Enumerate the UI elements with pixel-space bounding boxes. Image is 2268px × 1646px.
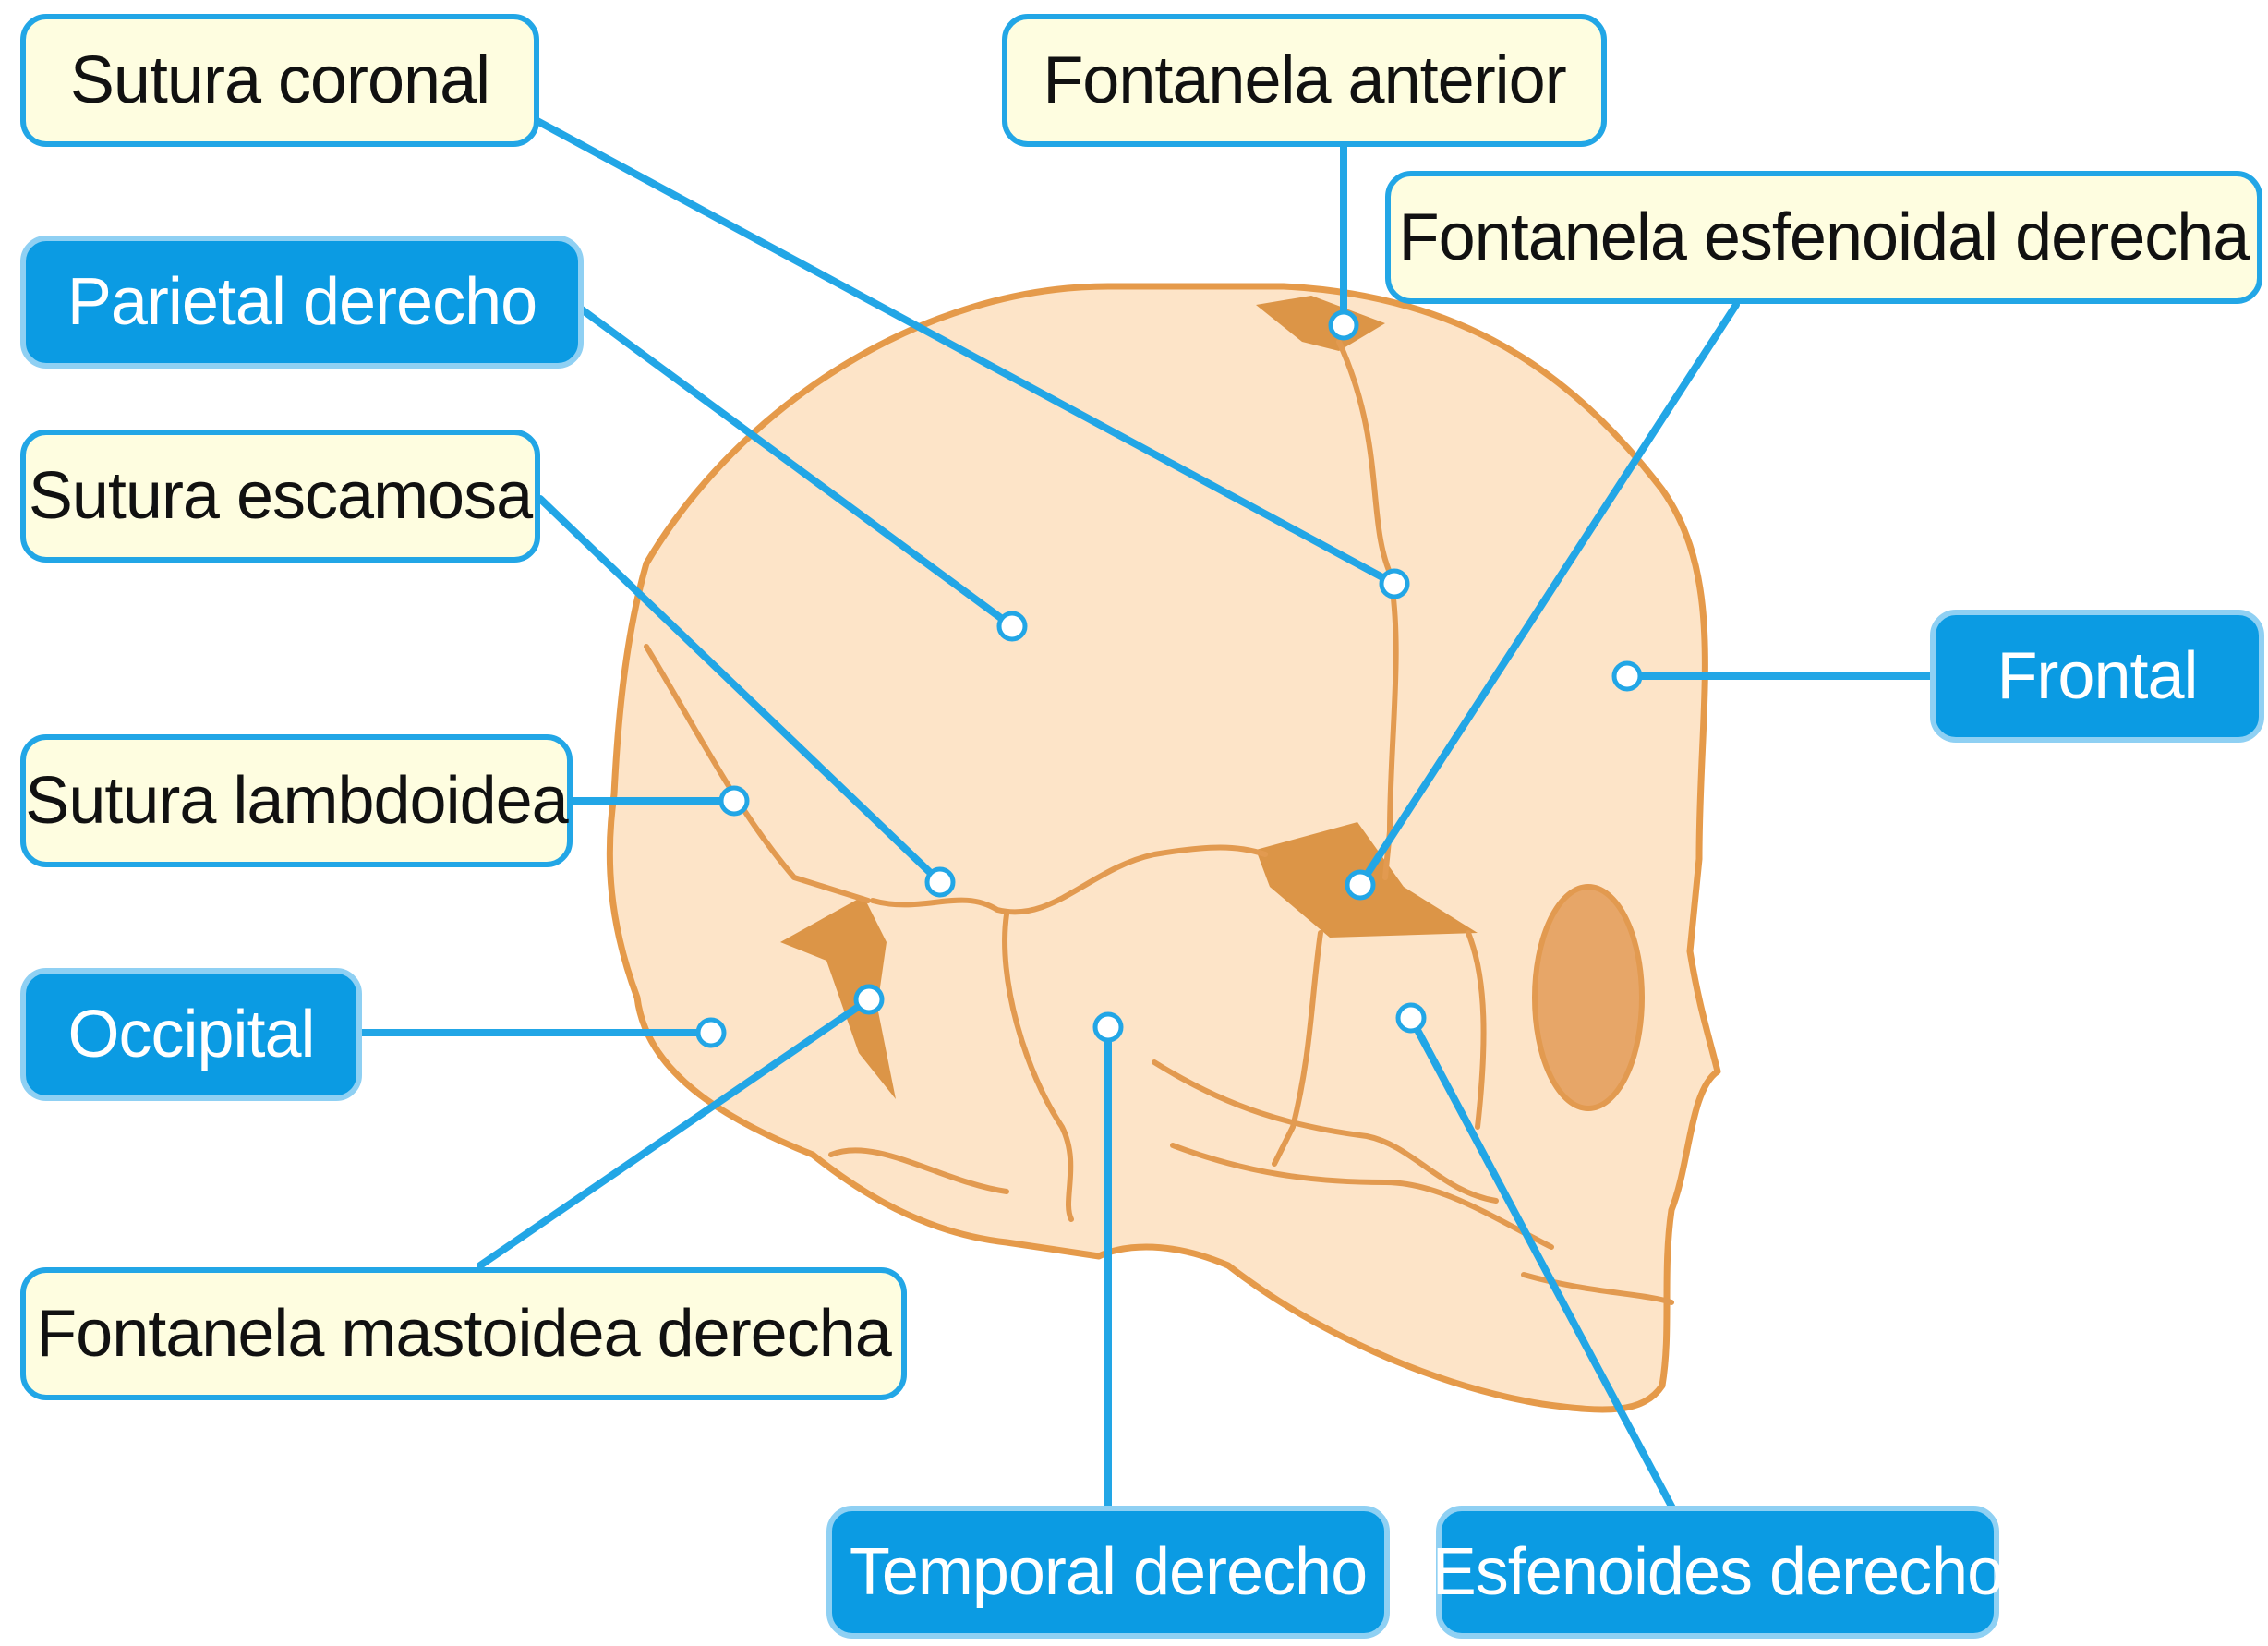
leader-fontanela-mastoidea — [477, 996, 873, 1269]
label-temporal-derecho: Temporal derecho — [826, 1506, 1390, 1639]
label-parietal-derecho: Parietal derecho — [20, 236, 584, 369]
jaw-line — [1521, 1272, 1674, 1305]
anchor-parietal-derecho — [996, 611, 1028, 642]
leader-esfenoides-derecho — [1407, 1014, 1680, 1519]
anchor-sutura-coronal — [1379, 568, 1410, 599]
label-frontal: Frontal — [1930, 610, 2264, 743]
anchor-temporal-derecho — [1092, 1011, 1124, 1043]
frontal-edge — [1466, 930, 1487, 1130]
anchor-esfenoides-derecho — [1395, 1002, 1427, 1034]
anchor-sutura-lambdoidea — [718, 785, 750, 817]
label-fontanela-anterior: Fontanela anterior — [1002, 14, 1607, 147]
eye-orbit — [1532, 884, 1645, 1111]
sphenoid-edge — [1272, 930, 1323, 1167]
anchor-fontanela-anterior — [1328, 309, 1359, 341]
lambdoid-suture-line — [644, 644, 871, 903]
leader-sutura-coronal — [532, 116, 1398, 587]
skull-outline — [606, 283, 1721, 1413]
label-fontanela-mastoidea-derecha: Fontanela mastoidea derecha — [20, 1267, 907, 1400]
label-esfenoides-derecho: Esfenoides derecho — [1432, 1506, 2004, 1639]
label-fontanela-esfenoidal-derecha: Fontanela esfenoidal derecha — [1385, 171, 2262, 304]
anchor-fontanela-esfenoidal — [1345, 869, 1376, 901]
zygomatic-line — [1170, 1143, 1554, 1250]
leader-parietal-derecho — [578, 306, 1016, 630]
anchor-sutura-escamosa — [924, 866, 956, 898]
skull-base-line — [828, 1147, 1009, 1194]
label-sutura-lambdoidea: Sutura lambdoidea — [20, 734, 573, 867]
label-sutura-escamosa: Sutura escamosa — [20, 430, 540, 563]
leader-fontanela-esfenoidal — [1357, 301, 1740, 889]
temporal-edge — [1002, 912, 1074, 1222]
mastoid-fontanel-patch — [780, 896, 896, 1099]
label-occipital: Occipital — [20, 968, 362, 1101]
label-sutura-coronal: Sutura coronal — [20, 14, 539, 147]
cheek-line — [1152, 1059, 1499, 1204]
anchor-occipital — [695, 1017, 727, 1048]
anchor-fontanela-mastoidea — [853, 984, 885, 1015]
leader-sutura-escamosa — [537, 495, 944, 886]
squamous-suture-line — [870, 844, 1268, 915]
anchor-frontal — [1611, 660, 1643, 692]
